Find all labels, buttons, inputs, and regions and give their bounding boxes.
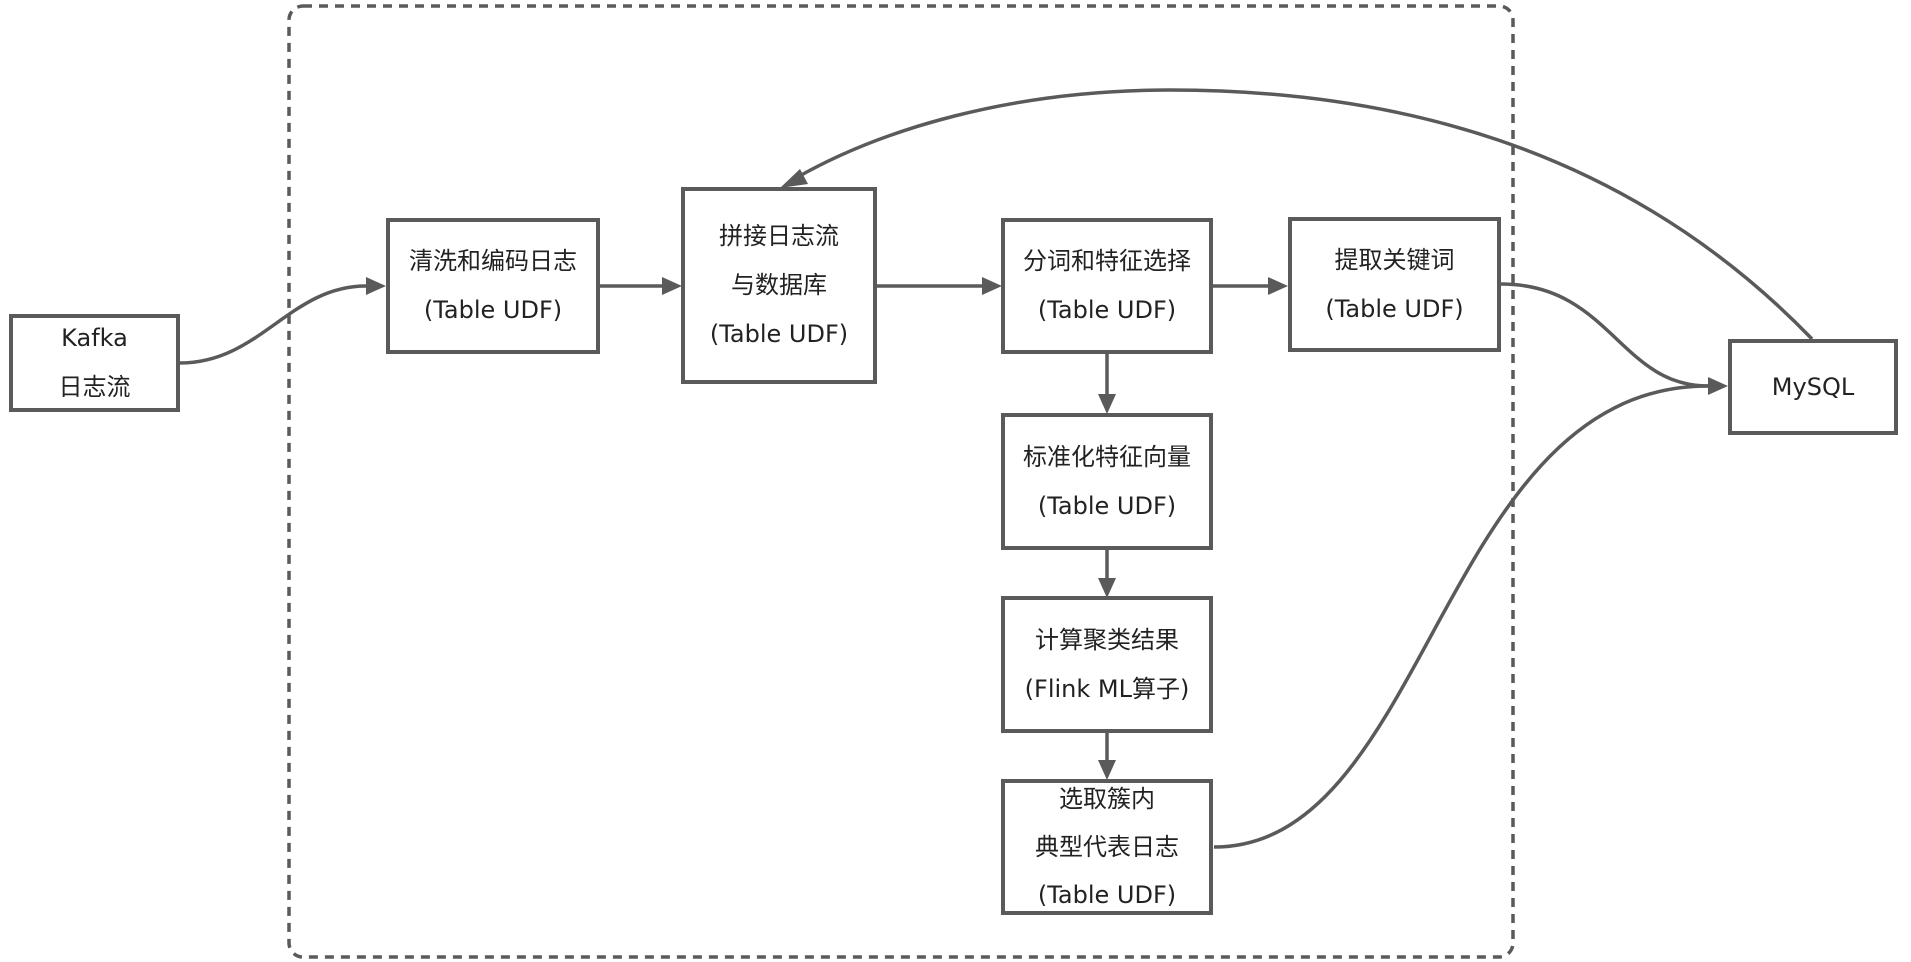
node-join-log-stream-database: 拼接日志流 与数据库 (Table UDF) bbox=[681, 187, 877, 384]
arrowhead-join-top bbox=[780, 169, 808, 188]
node-label-line: 与数据库 bbox=[731, 271, 827, 299]
arrowhead-mysql bbox=[1708, 377, 1728, 395]
edge-mysql-to-join bbox=[795, 88, 1814, 341]
node-label-line: 提取关键词 bbox=[1334, 245, 1455, 274]
node-tokenize-feature-select: 分词和特征选择 (Table UDF) bbox=[1001, 218, 1213, 354]
node-label-line: 典型代表日志 bbox=[1035, 833, 1179, 861]
node-label-line: 拼接日志流 bbox=[719, 222, 839, 250]
node-label-line: (Table UDF) bbox=[1037, 491, 1177, 520]
node-label-line: MySQL bbox=[1771, 372, 1855, 401]
arrowhead-clean bbox=[366, 277, 386, 295]
edge-select-to-mysql bbox=[1213, 384, 1709, 849]
edge-kafka-to-clean bbox=[179, 284, 367, 365]
node-label-line: (Table UDF) bbox=[423, 296, 563, 324]
node-label-line: 日志流 bbox=[58, 373, 131, 401]
processing-group-border bbox=[287, 4, 1515, 959]
node-kafka-log-stream: Kafka 日志流 bbox=[9, 314, 180, 412]
node-label-line: (Table UDF) bbox=[1037, 296, 1177, 324]
node-label-line: 分词和特征选择 bbox=[1023, 247, 1191, 275]
edge-keywords-to-mysql bbox=[1500, 282, 1709, 388]
node-label-line: (Flink ML算子) bbox=[1024, 674, 1190, 703]
node-label-line: (Table UDF) bbox=[709, 320, 849, 348]
node-label-line: 标准化特征向量 bbox=[1023, 442, 1191, 471]
node-label-line: (Table UDF) bbox=[1325, 294, 1464, 323]
node-label-line: Kafka bbox=[61, 324, 128, 352]
node-label-line: 清洗和编码日志 bbox=[409, 247, 577, 275]
arrowhead-keywords bbox=[1268, 277, 1288, 295]
node-mysql: MySQL bbox=[1728, 339, 1898, 435]
arrowhead-tokenize bbox=[982, 277, 1002, 295]
node-clean-encode-logs: 清洗和编码日志 (Table UDF) bbox=[386, 218, 600, 354]
node-select-representative-logs: 选取簇内 典型代表日志 (Table UDF) bbox=[1001, 779, 1213, 915]
node-extract-keywords: 提取关键词 (Table UDF) bbox=[1288, 217, 1501, 352]
node-label-line: 选取簇内 bbox=[1059, 785, 1155, 813]
arrowhead-join bbox=[662, 277, 682, 295]
arrowhead-normalize bbox=[1098, 394, 1116, 414]
node-compute-clustering: 计算聚类结果 (Flink ML算子) bbox=[1001, 596, 1213, 733]
node-normalize-feature-vector: 标准化特征向量 (Table UDF) bbox=[1001, 413, 1213, 550]
arrowhead-cluster bbox=[1098, 578, 1116, 598]
arrowhead-select bbox=[1098, 760, 1116, 780]
node-label-line: 计算聚类结果 bbox=[1035, 625, 1179, 654]
node-label-line: (Table UDF) bbox=[1037, 881, 1177, 909]
